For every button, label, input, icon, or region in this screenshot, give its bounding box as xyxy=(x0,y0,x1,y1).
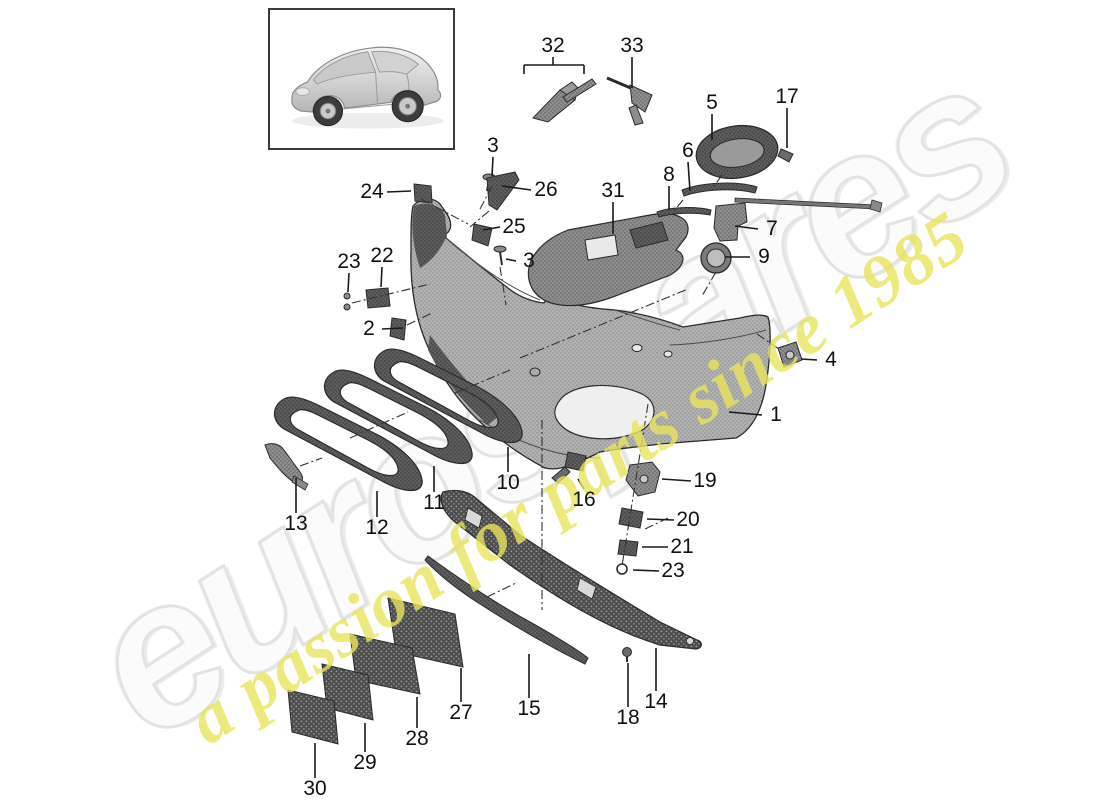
part-5-oval-grille[interactable] xyxy=(693,121,781,184)
vehicle-thumbnail-box xyxy=(268,8,455,150)
part-19-bracket[interactable] xyxy=(625,461,661,497)
part-23-screws-left[interactable] xyxy=(343,292,351,311)
callout-leader-lines xyxy=(295,57,818,778)
part-label-16[interactable]: 16 xyxy=(572,488,596,511)
part-16-sensor[interactable] xyxy=(551,451,587,484)
part-label-12[interactable]: 12 xyxy=(365,516,389,539)
part-label-14[interactable]: 14 xyxy=(644,690,668,713)
part-label-27[interactable]: 27 xyxy=(449,701,473,724)
part-4-sensor-bracket[interactable] xyxy=(777,341,803,368)
part-23-ring[interactable] xyxy=(616,563,628,575)
part-33-cartridge-gun[interactable] xyxy=(606,76,653,126)
part-label-3[interactable]: 3 xyxy=(523,249,535,272)
porsche-cayman-car-illustration xyxy=(291,46,444,129)
part-label-25[interactable]: 25 xyxy=(502,215,526,238)
part-9-fog-lamp[interactable] xyxy=(700,242,732,274)
part-8-strip[interactable] xyxy=(656,207,712,218)
part-label-4[interactable]: 4 xyxy=(825,348,837,371)
part-label-13[interactable]: 13 xyxy=(284,512,308,535)
part-14-under-panel[interactable] xyxy=(440,489,702,650)
part-label-7[interactable]: 7 xyxy=(766,217,778,240)
part-label-3[interactable]: 3 xyxy=(487,134,499,157)
part-30-mesh-grille[interactable] xyxy=(287,689,339,745)
part-label-6[interactable]: 6 xyxy=(682,139,694,162)
part-label-11[interactable]: 11 xyxy=(423,491,445,514)
part-32-sealant-kit[interactable] xyxy=(532,78,597,123)
part-label-21[interactable]: 21 xyxy=(670,535,694,558)
part-label-28[interactable]: 28 xyxy=(405,727,429,750)
part-17-screw[interactable] xyxy=(777,148,794,163)
part-22-holder[interactable] xyxy=(365,287,391,309)
part-26-bracket[interactable] xyxy=(486,171,520,211)
part-31-air-duct[interactable] xyxy=(527,213,689,307)
part-label-31[interactable]: 31 xyxy=(601,179,625,202)
part-7-bracket[interactable] xyxy=(713,202,748,242)
part-24-clip[interactable] xyxy=(413,183,433,204)
part-label-29[interactable]: 29 xyxy=(353,751,377,774)
part-label-32[interactable]: 32 xyxy=(541,34,565,57)
part-label-26[interactable]: 26 xyxy=(534,178,558,201)
part-label-24[interactable]: 24 xyxy=(360,180,384,203)
part-label-30[interactable]: 30 xyxy=(303,777,327,800)
part-label-20[interactable]: 20 xyxy=(676,508,700,531)
part-label-1[interactable]: 1 xyxy=(770,403,782,426)
part-label-17[interactable]: 17 xyxy=(775,85,799,108)
part-label-23[interactable]: 23 xyxy=(661,559,685,582)
part-label-9[interactable]: 9 xyxy=(758,245,770,268)
part-21-sensor[interactable] xyxy=(617,539,639,557)
part-label-23[interactable]: 23 xyxy=(337,250,361,273)
part-6-trim-strip[interactable] xyxy=(681,182,883,213)
part-18-fastener[interactable] xyxy=(622,647,632,663)
part-label-5[interactable]: 5 xyxy=(706,91,718,114)
part-20-sensor-holder[interactable] xyxy=(618,507,644,529)
part-label-10[interactable]: 10 xyxy=(496,471,520,494)
part-label-19[interactable]: 19 xyxy=(693,469,717,492)
part-label-22[interactable]: 22 xyxy=(370,244,394,267)
part-3-screw-mid[interactable] xyxy=(493,245,507,266)
part-label-18[interactable]: 18 xyxy=(616,706,640,729)
part-label-2[interactable]: 2 xyxy=(363,317,375,340)
part-label-8[interactable]: 8 xyxy=(663,163,675,186)
part-label-33[interactable]: 33 xyxy=(620,34,644,57)
part-label-15[interactable]: 15 xyxy=(517,697,541,720)
